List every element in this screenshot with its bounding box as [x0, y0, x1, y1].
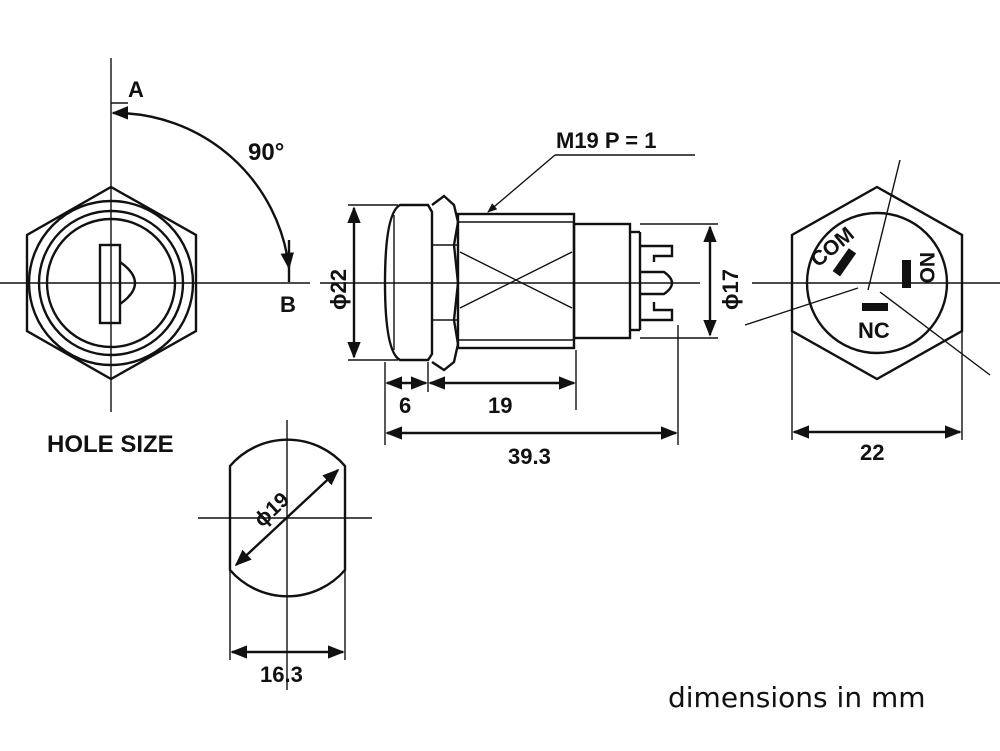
hole-size-view: HOLE SIZE ϕ19 16.3: [47, 420, 372, 690]
rear-leader-2: [744, 287, 859, 326]
dim-total-label: 39.3: [508, 444, 551, 469]
rotation-angle-label: 90°: [248, 139, 284, 166]
side-bezel: [383, 203, 434, 362]
terminal-no-label: NO: [915, 252, 938, 284]
diameter-body-label: ϕ22: [326, 269, 351, 310]
side-view: ϕ22 ϕ17 M19 P = 1 6 19 39.3: [320, 128, 743, 469]
diameter-rear-label: ϕ17: [718, 269, 743, 310]
position-a-label: A: [128, 77, 144, 102]
thread-leader: [487, 154, 556, 213]
terminal-com-pad: [832, 248, 857, 277]
side-thread-cross-b: [459, 251, 573, 309]
thread-spec-label: M19 P = 1: [556, 128, 657, 153]
front-key-slot: [98, 243, 122, 325]
rotation-arc: [111, 106, 294, 270]
rear-housing-circle: [805, 211, 949, 355]
front-view: A B 90°: [0, 58, 310, 412]
hole-diameter-line: [234, 468, 340, 567]
terminal-middle: [640, 270, 674, 296]
terminal-nc-pad: [862, 303, 888, 311]
units-note: dimensions in mm: [668, 681, 926, 714]
dim-width-label: 22: [860, 440, 884, 465]
position-b-label: B: [280, 292, 296, 317]
front-bezel-inner: [45, 217, 177, 349]
dim-flange-label: 6: [399, 393, 411, 418]
hole-width-label: 16.3: [260, 662, 303, 687]
terminal-nc-label: NC: [858, 318, 890, 343]
rear-view: COM NO NC 22: [744, 159, 1000, 465]
rear-hex-nut: [790, 185, 964, 381]
front-bezel-outer: [27, 199, 195, 367]
front-bezel-ring: [37, 209, 185, 357]
hole-size-title: HOLE SIZE: [47, 431, 174, 458]
terminal-bottom: [640, 302, 674, 322]
rear-leader-1: [867, 159, 901, 291]
terminal-no-pad: [902, 260, 911, 288]
dim-thread-label: 19: [488, 393, 512, 418]
rear-leader-3: [879, 291, 991, 376]
side-rear-housing: [572, 222, 632, 340]
terminal-top: [640, 244, 674, 262]
side-thread-body: [456, 212, 576, 350]
